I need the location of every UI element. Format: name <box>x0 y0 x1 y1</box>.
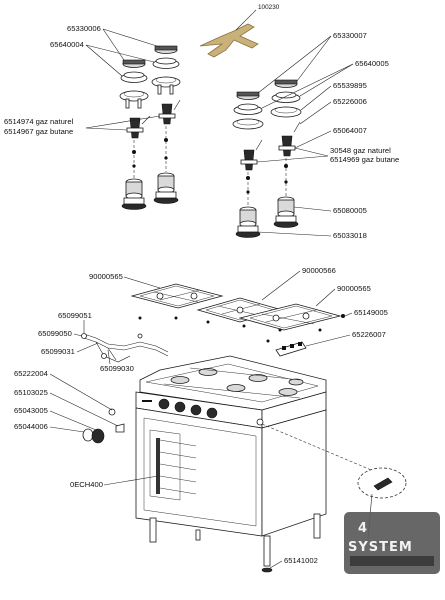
label-65640004: 65640004 <box>50 40 84 49</box>
label-65103025: 65103025 <box>14 388 48 397</box>
label-65330007: 65330007 <box>333 31 367 40</box>
label-65226006: 65226006 <box>333 97 367 106</box>
label-90000565-a: 90000565 <box>89 272 123 281</box>
label-65141002: 65141002 <box>284 556 318 565</box>
label-90000565-b: 90000565 <box>337 284 371 293</box>
label-6514974: 6514974 gaz naturel <box>4 117 74 126</box>
label-90000566: 90000566 <box>302 266 336 275</box>
pan-support-spider <box>199 23 259 58</box>
label-65640005: 65640005 <box>355 59 389 68</box>
logo-word: SYSTEM <box>348 540 413 555</box>
logo-digit: 4 <box>358 521 368 536</box>
knob-exploded <box>82 408 125 444</box>
left-burner-assembly <box>119 45 181 210</box>
label-65149005: 65149005 <box>354 308 388 317</box>
label-65099050: 65099050 <box>38 329 72 338</box>
system4-logo: 4 SYSTEM <box>344 512 440 574</box>
label-65226007: 65226007 <box>352 330 386 339</box>
label-65043005: 65043005 <box>14 406 48 415</box>
label-0ECH400: 0ECH400 <box>70 480 103 489</box>
label-30548: 30548 gaz naturel <box>330 146 391 155</box>
label-65044006: 65044006 <box>14 422 48 431</box>
gas-pipe-manifold <box>81 333 169 363</box>
label-6514969: 6514969 gaz butane <box>330 155 399 164</box>
label-65330006: 65330006 <box>67 24 101 33</box>
label-65099051: 65099051 <box>58 311 92 320</box>
right-burner-assembly <box>232 79 302 238</box>
label-65064007: 65064007 <box>333 126 367 135</box>
label-65099030: 65099030 <box>100 364 134 373</box>
grate-right <box>238 303 342 331</box>
label-65099031: 65099031 <box>41 347 75 356</box>
grate-feet <box>138 314 345 332</box>
label-65539895: 65539895 <box>333 81 367 90</box>
label-100230: 100230 <box>258 4 280 11</box>
thermocouple-block <box>275 341 307 357</box>
label-65033018: 65033018 <box>333 231 367 240</box>
grate-left <box>130 283 224 309</box>
label-6514967: 6514967 gaz butane <box>4 127 73 136</box>
label-65080005: 65080005 <box>333 206 367 215</box>
label-65222004: 65222004 <box>14 369 48 378</box>
detail-callout-circle <box>357 467 407 499</box>
range-cabinet <box>135 355 327 573</box>
